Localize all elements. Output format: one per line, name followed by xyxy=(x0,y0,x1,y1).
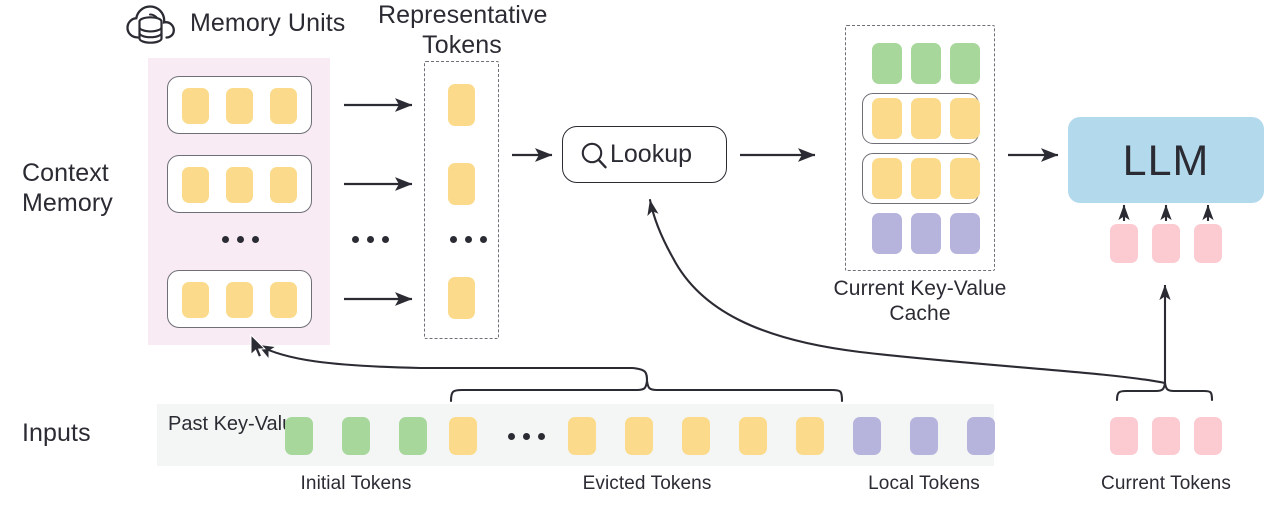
memory-token xyxy=(182,282,209,318)
input-token-evicted xyxy=(739,417,767,455)
mouse-cursor xyxy=(250,333,267,364)
kv-token-green xyxy=(872,43,902,84)
input-token-evicted xyxy=(449,417,477,455)
memory-unit-2[interactable] xyxy=(167,155,312,213)
lookup-box[interactable]: Lookup xyxy=(562,126,727,183)
arrow-evicted-to-context-memory xyxy=(256,343,649,383)
memory-unit-3[interactable] xyxy=(167,270,312,328)
llm-input-token-3 xyxy=(1194,224,1222,263)
memory-token xyxy=(226,167,253,203)
memory-token xyxy=(226,88,253,124)
kv-token-yellow xyxy=(950,98,980,139)
input-token-local xyxy=(910,417,938,455)
lookup-label: Lookup xyxy=(610,140,693,168)
brace-current-tokens xyxy=(1115,382,1214,402)
input-token-current xyxy=(1152,417,1180,455)
input-token-evicted xyxy=(796,417,824,455)
inputs-label: Inputs xyxy=(22,419,91,447)
kv-token-yellow xyxy=(872,158,902,199)
memory-units-label: Memory Units xyxy=(190,9,346,37)
kv-token-purple xyxy=(911,213,941,254)
representative-tokens-label: Representative Tokens xyxy=(378,1,548,59)
representative-token-3 xyxy=(448,277,475,319)
past-key-value-label: Past Key-Value xyxy=(168,413,305,435)
input-token-local xyxy=(853,417,881,455)
memory-token xyxy=(270,167,297,203)
input-token-initial xyxy=(285,417,313,455)
brace-evicted-tokens xyxy=(449,380,844,403)
input-token-initial xyxy=(399,417,427,455)
memory-token xyxy=(270,282,297,318)
kv-token-purple xyxy=(950,213,980,254)
input-token-evicted xyxy=(682,417,710,455)
representative-tokens-ellipsis xyxy=(450,236,487,243)
kv-token-yellow xyxy=(911,158,941,199)
current-tokens-caption: Current Tokens xyxy=(1101,473,1231,494)
kv-token-yellow xyxy=(950,158,980,199)
input-token-initial xyxy=(342,417,370,455)
input-token-current xyxy=(1110,417,1138,455)
memory-token xyxy=(182,88,209,124)
context-memory-label: Context Memory xyxy=(22,159,113,217)
input-token-evicted xyxy=(568,417,596,455)
memory-token xyxy=(182,167,209,203)
kv-token-purple xyxy=(872,213,902,254)
memory-unit-1[interactable] xyxy=(167,76,312,134)
llm-label: LLM xyxy=(1122,137,1210,185)
kv-token-green xyxy=(911,43,941,84)
local-tokens-caption: Local Tokens xyxy=(868,473,980,494)
llm-input-token-2 xyxy=(1152,224,1180,263)
current-kv-cache-label: Current Key-Value Cache xyxy=(833,277,1007,325)
arrow-column-ellipsis xyxy=(352,236,389,243)
memory-token xyxy=(226,282,253,318)
kv-token-green xyxy=(950,43,980,84)
representative-token-1 xyxy=(448,84,475,126)
memory-units-ellipsis xyxy=(222,236,259,243)
kv-token-yellow xyxy=(911,98,941,139)
evicted-tokens-caption: Evicted Tokens xyxy=(582,473,712,494)
initial-tokens-caption: Initial Tokens xyxy=(300,473,412,494)
magnifier-icon xyxy=(580,141,608,175)
representative-token-2 xyxy=(448,163,475,205)
memory-token xyxy=(270,88,297,124)
representative-tokens-box xyxy=(424,61,499,339)
llm-input-token-1 xyxy=(1110,224,1138,263)
input-token-current xyxy=(1194,417,1222,455)
llm-box: LLM xyxy=(1068,117,1264,203)
input-token-local xyxy=(967,417,995,455)
cloud-database-icon xyxy=(125,3,181,49)
input-token-evicted xyxy=(625,417,653,455)
kv-token-yellow xyxy=(872,98,902,139)
input-evicted-ellipsis xyxy=(508,433,545,440)
